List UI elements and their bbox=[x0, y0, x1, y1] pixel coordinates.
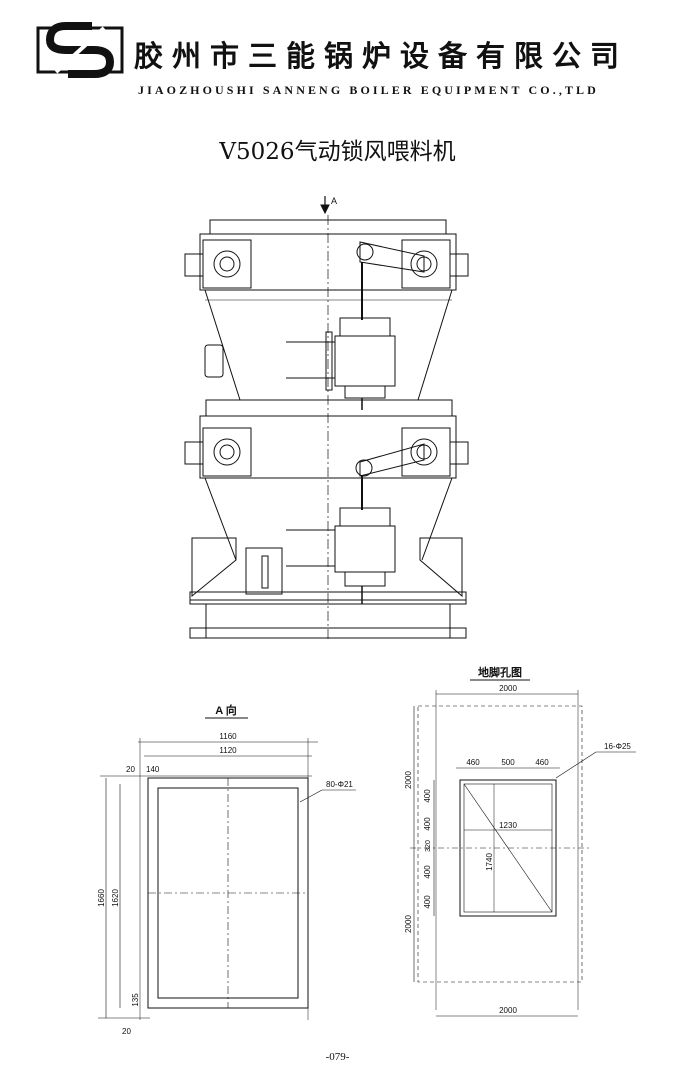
document-title: V5026气动锁风喂料机 bbox=[219, 139, 456, 165]
view-arrow-label: A bbox=[331, 196, 337, 206]
dim-460-left: 460 bbox=[466, 758, 480, 767]
dim-400-2: 400 bbox=[423, 817, 432, 831]
dim-460-right: 460 bbox=[535, 758, 549, 767]
dim-400-4: 400 bbox=[423, 895, 432, 909]
foundation-plan: 地脚孔图 2000 460 500 460 16-Φ25 2000 400 40… bbox=[404, 665, 636, 1017]
dim-1160: 1160 bbox=[219, 732, 237, 741]
dim-left-2000-top: 2000 bbox=[404, 771, 413, 789]
dim-1230: 1230 bbox=[499, 821, 517, 830]
dim-1120: 1120 bbox=[219, 746, 237, 755]
dim-top-2000: 2000 bbox=[499, 684, 517, 693]
dim-bottom-2000: 2000 bbox=[499, 1006, 517, 1015]
main-elevation-view: A bbox=[184, 196, 469, 640]
company-name-en: JIAOZHOUSHI SANNENG BOILER EQUIPMENT CO.… bbox=[138, 83, 599, 97]
dim-400-1: 400 bbox=[423, 789, 432, 803]
dim-135: 135 bbox=[131, 993, 140, 1007]
company-name-cn: 胶州市三能锅炉设备有限公司 bbox=[134, 39, 629, 73]
holes-80-d21: 80-Φ21 bbox=[326, 780, 353, 789]
dim-500: 500 bbox=[501, 758, 515, 767]
dim-20-top: 20 bbox=[126, 765, 135, 774]
view-a-direction: A 向 1160 1120 20 140 80-Φ21 1660 1620 13… bbox=[97, 703, 356, 1036]
dim-left-2000-bottom: 2000 bbox=[404, 915, 413, 933]
dim-1620: 1620 bbox=[111, 889, 120, 907]
view-a-title: A 向 bbox=[215, 703, 237, 717]
dim-1740: 1740 bbox=[485, 853, 494, 871]
sanneng-s-logo-icon bbox=[36, 22, 124, 78]
dim-20-bottom: 20 bbox=[122, 1027, 131, 1036]
foundation-title: 地脚孔图 bbox=[478, 665, 522, 679]
dim-140: 140 bbox=[146, 765, 160, 774]
dim-1660: 1660 bbox=[97, 889, 106, 907]
dim-320: 320 bbox=[425, 840, 432, 852]
holes-16-d25: 16-Φ25 bbox=[604, 742, 631, 751]
page-number: -079- bbox=[325, 1051, 350, 1063]
dim-400-3: 400 bbox=[423, 865, 432, 879]
